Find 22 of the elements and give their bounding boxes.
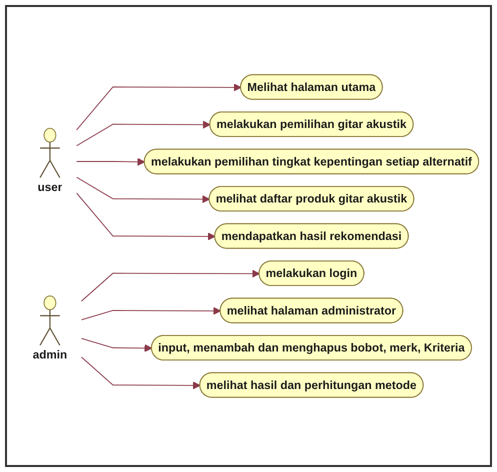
arrow bbox=[76, 120, 211, 146]
use-case-ellipse: mendapatkan hasil rekomendasi bbox=[214, 223, 409, 249]
actor-name: admin bbox=[32, 346, 68, 364]
use-case-ellipse: melihat halaman administrator bbox=[220, 298, 404, 324]
use-case-ellipse: melihat daftar produk gitar akustik bbox=[208, 186, 414, 212]
use-case-ellipse: melakukan pemilihan gitar akustik bbox=[209, 111, 414, 138]
use-case-ellipse: melihat hasil dan perhitungan metode bbox=[199, 372, 424, 398]
arrow bbox=[76, 176, 210, 204]
arrow bbox=[76, 83, 242, 130]
arrow bbox=[81, 338, 152, 352]
actor-name: user bbox=[38, 179, 62, 196]
arrow bbox=[76, 192, 216, 240]
use-case-ellipse: melakukan pemilihan tingkat kepentingan setiap alternatif bbox=[144, 148, 480, 174]
use-case-ellipse: melakukan login bbox=[258, 260, 364, 286]
actor bbox=[38, 128, 62, 194]
actor bbox=[32, 295, 68, 362]
arrow bbox=[81, 306, 221, 320]
arrow bbox=[76, 158, 146, 166]
use-case-ellipse: input, menambah dan menghapus bobot, merk, Kriteria bbox=[151, 334, 472, 361]
use-case-ellipse: Melihat halaman utama bbox=[240, 74, 383, 100]
arrow bbox=[81, 356, 201, 390]
arrow bbox=[81, 270, 260, 302]
